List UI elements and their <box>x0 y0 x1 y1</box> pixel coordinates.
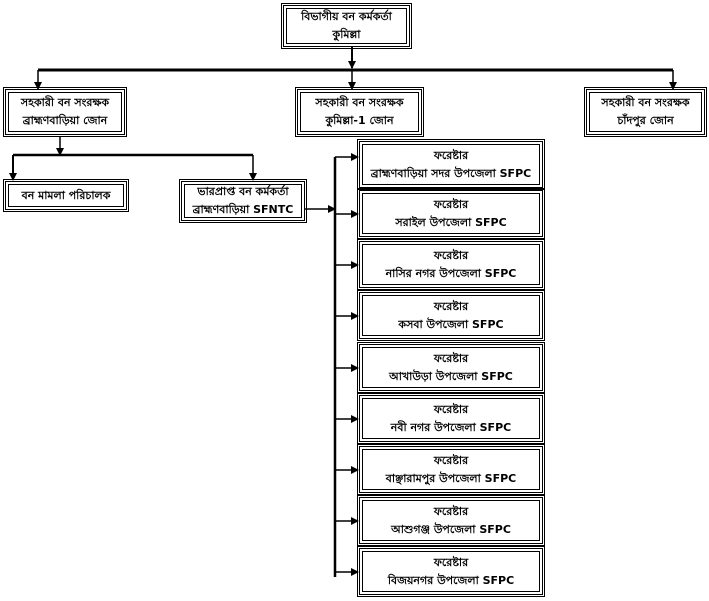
box-title: বন মামলা পরিচালক <box>21 188 111 202</box>
box-subtitle: আখাউড়া উপজেলা SFPC <box>389 369 513 383</box>
sfpc-box: ফরেষ্টার নবী নগর উপজেলা SFPC <box>357 393 545 444</box>
box-subtitle: আশুগঞ্জ উপজেলা SFPC <box>391 522 511 536</box>
sfpc-box: ফরেষ্টার আশুগঞ্জ উপজেলা SFPC <box>357 495 545 546</box>
box-subtitle: নাসির নগর উপজেলা SFPC <box>385 266 517 280</box>
sfpc-box: ফরেষ্টার আখাউড়া উপজেলা SFPC <box>357 342 545 393</box>
box-subtitle: ব্রাহ্মণবাড়িয়া জোন <box>22 114 108 127</box>
box-title: সহকারী বন সংরক্ষক <box>315 96 404 109</box>
box-title: ভারপ্রাপ্ত বন কর্মকর্তা <box>197 185 289 198</box>
case-officer-box: বন মামলা পরিচালক <box>3 179 129 212</box>
divisional-forest-officer-box: বিভাগীয় বন কর্মকর্তা কুমিল্লা <box>281 3 412 49</box>
sfpc-box: ফরেষ্টার কসবা উপজেলা SFPC <box>357 290 545 341</box>
zone-box-comilla: সহকারী বন সংরক্ষক কুমিল্লা-1 জোন <box>295 87 424 137</box>
box-title: ফরেষ্টার <box>433 402 469 416</box>
box-subtitle: নবী নগর উপজেলা SFPC <box>390 420 512 434</box>
box-title: ফরেষ্টার <box>433 453 469 467</box>
box-title: ফরেষ্টার <box>433 248 469 262</box>
box-subtitle: সরাইল উপজেলা SFPC <box>395 215 507 229</box>
box-title: বিভাগীয় বন কর্মকর্তা <box>301 10 392 23</box>
zone-box-brahmanbaria: সহকারী বন সংরক্ষক ব্রাহ্মণবাড়িয়া জোন <box>3 87 127 137</box>
sfpc-box: ফরেষ্টার বাঞ্ছারামপুর উপজেলা SFPC <box>357 444 545 495</box>
box-title: ফরেষ্টার <box>433 504 469 518</box>
box-subtitle: চাঁদপুর জোন <box>617 114 674 127</box>
zone-box-chandpur: সহকারী বন সংরক্ষক চাঁদপুর জোন <box>584 87 707 137</box>
box-subtitle: ব্রাহ্মণবাড়িয়া সদর উপজেলা SFPC <box>370 166 532 180</box>
box-title: সহকারী বন সংরক্ষক <box>20 96 110 109</box>
sfpc-box: ফরেষ্টার বিজয়নগর উপজেলা SFPC <box>357 546 545 597</box>
box-title: ফরেষ্টার <box>433 197 469 211</box>
box-title: ফরেষ্টার <box>433 299 469 313</box>
box-title: ফরেষ্টার <box>433 351 469 365</box>
box-subtitle: বিজয়নগর উপজেলা SFPC <box>387 573 515 587</box>
box-subtitle: কুমিল্লা-1 জোন <box>325 114 394 127</box>
sfpc-box: ফরেষ্টার ব্রাহ্মণবাড়িয়া সদর উপজেলা SFPC <box>357 139 545 190</box>
sfntc-box: ভারপ্রাপ্ত বন কর্মকর্তা ব্রাহ্মণবাড়িয়া… <box>179 179 307 223</box>
box-subtitle: কুমিল্লা <box>332 28 361 41</box>
sfpc-box: ফরেষ্টার নাসির নগর উপজেলা SFPC <box>357 239 545 290</box>
box-title: ফরেষ্টার <box>433 555 469 569</box>
box-title: সহকারী বন সংরক্ষক <box>601 96 690 109</box>
box-subtitle: কসবা উপজেলা SFPC <box>398 317 504 331</box>
box-title: ফরেষ্টার <box>433 148 469 162</box>
box-subtitle: বাঞ্ছারামপুর উপজেলা SFPC <box>385 471 517 485</box>
sfpc-box: ফরেষ্টার সরাইল উপজেলা SFPC <box>357 188 545 239</box>
box-subtitle: ব্রাহ্মণবাড়িয়া SFNTC <box>192 203 294 216</box>
